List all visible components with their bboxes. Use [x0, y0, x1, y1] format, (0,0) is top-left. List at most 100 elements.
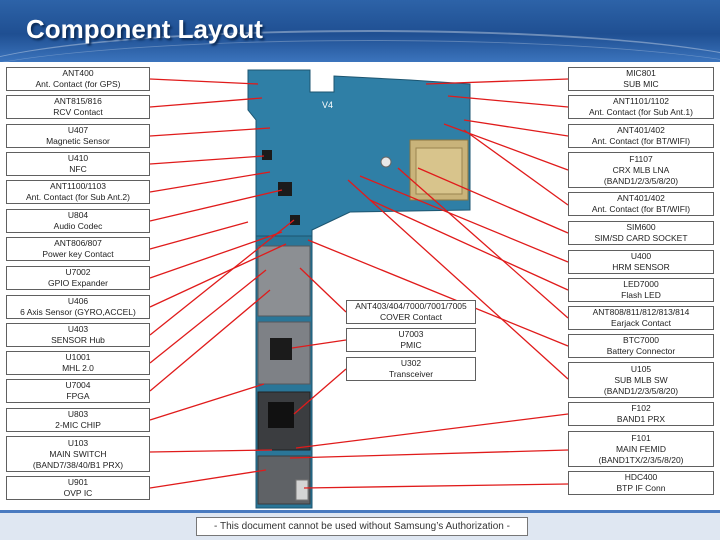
component-label: U105 SUB MLB SW (BAND1/2/3/5/8/20) — [568, 362, 714, 398]
pointer-line — [149, 231, 283, 279]
component-ref: F1107 — [629, 153, 653, 164]
component-band: (BAND1TX/2/3/5/8/20) — [598, 454, 684, 465]
component-desc: SIM/SD CARD SOCKET — [594, 233, 688, 243]
component-desc: FPGA — [66, 391, 90, 401]
pointer-line — [149, 383, 265, 421]
component-desc: Battery Connector — [606, 346, 676, 356]
component-label: ANT401/402 Ant. Contact (for BT/WIFI) — [568, 124, 714, 148]
component-ref: U7002 — [65, 267, 91, 277]
shield-can-1 — [257, 245, 311, 317]
mounting-hole — [380, 156, 392, 168]
pointer-line — [149, 189, 283, 222]
component-ref: U103 — [67, 437, 89, 448]
component-desc: Flash LED — [621, 290, 661, 300]
chip-transceiver — [268, 402, 294, 428]
pointer-line — [359, 175, 569, 263]
component-ref: U804 — [67, 210, 89, 220]
component-label: U804 Audio Codec — [6, 209, 150, 233]
component-ref: ANT401/402 — [617, 193, 665, 203]
component-desc: Audio Codec — [53, 221, 103, 231]
component-ref: BTC7000 — [623, 335, 659, 345]
component-label: U1001 MHL 2.0 — [6, 351, 150, 375]
component-ref: ANT808/811/812/813/814 — [592, 307, 690, 317]
component-label: U403 SENSOR Hub — [6, 323, 150, 347]
component-desc: Magnetic Sensor — [46, 136, 110, 146]
component-desc: SUB MIC — [623, 79, 659, 89]
pointer-line — [149, 155, 265, 165]
component-ref: U410 — [67, 153, 89, 163]
component-desc: PMIC — [400, 340, 422, 350]
disclaimer-text: - This document cannot be used without S… — [196, 517, 528, 536]
component-label: U407 Magnetic Sensor — [6, 124, 150, 148]
component-label: U406 6 Axis Sensor (GYRO,ACCEL) — [6, 295, 150, 319]
component-desc: BTP IF Conn — [616, 483, 666, 493]
pointer-line — [425, 78, 569, 85]
pointer-line — [289, 449, 569, 459]
chip-sensor-hub — [290, 215, 300, 225]
component-band: (BAND7/38/40/B1 PRX) — [32, 459, 124, 470]
pointer-line — [149, 127, 271, 137]
pointer-line — [149, 289, 271, 392]
component-ref: HDC400 — [624, 472, 658, 482]
component-desc: Ant. Contact (for BT/WIFI) — [591, 136, 691, 146]
component-desc: CRX MLB LNA — [612, 164, 670, 175]
component-desc: 6 Axis Sensor (GYRO,ACCEL) — [20, 307, 136, 317]
component-label: LED7000 Flash LED — [568, 278, 714, 302]
component-label: F101 MAIN FEMID (BAND1TX/2/3/5/8/20) — [568, 431, 714, 467]
component-label: U7003 PMIC — [346, 328, 476, 352]
component-desc: RCV Contact — [53, 107, 103, 117]
component-ref: U302 — [400, 358, 422, 368]
component-ref: ANT1101/1102 — [613, 96, 669, 106]
component-desc: MHL 2.0 — [62, 363, 94, 373]
board-marking: V4 — [322, 100, 333, 110]
component-label: ANT815/816 RCV Contact — [6, 95, 150, 119]
component-label: U7002 GPIO Expander — [6, 266, 150, 290]
header-banner: Component Layout — [0, 0, 720, 62]
pointer-line — [149, 78, 259, 85]
pointer-line — [447, 95, 569, 108]
component-label: ANT401/402 Ant. Contact (for BT/WIFI) — [568, 192, 714, 216]
pointer-line — [149, 219, 295, 336]
component-ref: F101 — [631, 432, 651, 443]
component-ref: SIM600 — [626, 222, 656, 232]
component-label: U302 Transceiver — [346, 357, 476, 381]
component-desc: Power key Contact — [42, 249, 114, 259]
component-label: HDC400 BTP IF Conn — [568, 471, 714, 495]
component-label: MIC801 SUB MIC — [568, 67, 714, 91]
component-label: U410 NFC — [6, 152, 150, 176]
component-label: F1107 CRX MLB LNA (BAND1/2/3/5/8/20) — [568, 152, 714, 188]
component-ref: ANT403/404/7000/7001/7005 — [355, 301, 467, 311]
header-wave — [0, 40, 720, 62]
pointer-line — [293, 368, 347, 415]
component-band: (BAND1/2/3/5/8/20) — [603, 385, 679, 396]
pointer-line — [149, 171, 271, 193]
pointer-line — [149, 269, 267, 364]
component-desc: GPIO Expander — [47, 278, 108, 288]
component-ref: U407 — [67, 125, 89, 135]
component-ref: U901 — [67, 477, 89, 487]
component-label: SIM600 SIM/SD CARD SOCKET — [568, 221, 714, 245]
pointer-line — [463, 119, 569, 137]
component-label: ANT806/807 Power key Contact — [6, 237, 150, 261]
pointer-line — [369, 199, 569, 291]
component-desc: SUB MLB SW — [614, 374, 668, 385]
component-desc: Transceiver — [388, 369, 434, 379]
component-ref: U406 — [67, 296, 89, 306]
pointer-line — [149, 243, 287, 308]
component-label: U7004 FPGA — [6, 379, 150, 403]
component-ref: LED7000 — [623, 279, 659, 289]
component-desc: 2-MIC CHIP — [55, 420, 101, 430]
connector-btp — [295, 479, 309, 501]
pointer-line — [149, 469, 267, 489]
component-label: ANT400 Ant. Contact (for GPS) — [6, 67, 150, 91]
component-ref: ANT1100/1103 — [50, 181, 106, 191]
component-label: U400 HRM SENSOR — [568, 250, 714, 274]
component-desc: NFC — [69, 164, 87, 174]
component-desc: MAIN FEMID — [615, 443, 667, 454]
footer-divider — [0, 510, 720, 513]
chip-nfc — [262, 150, 272, 160]
component-ref: U803 — [67, 409, 89, 419]
pointer-line — [299, 267, 347, 313]
pcb-board: V4 — [247, 69, 471, 509]
component-desc: Ant. Contact (for Sub Ant.2) — [26, 192, 130, 202]
